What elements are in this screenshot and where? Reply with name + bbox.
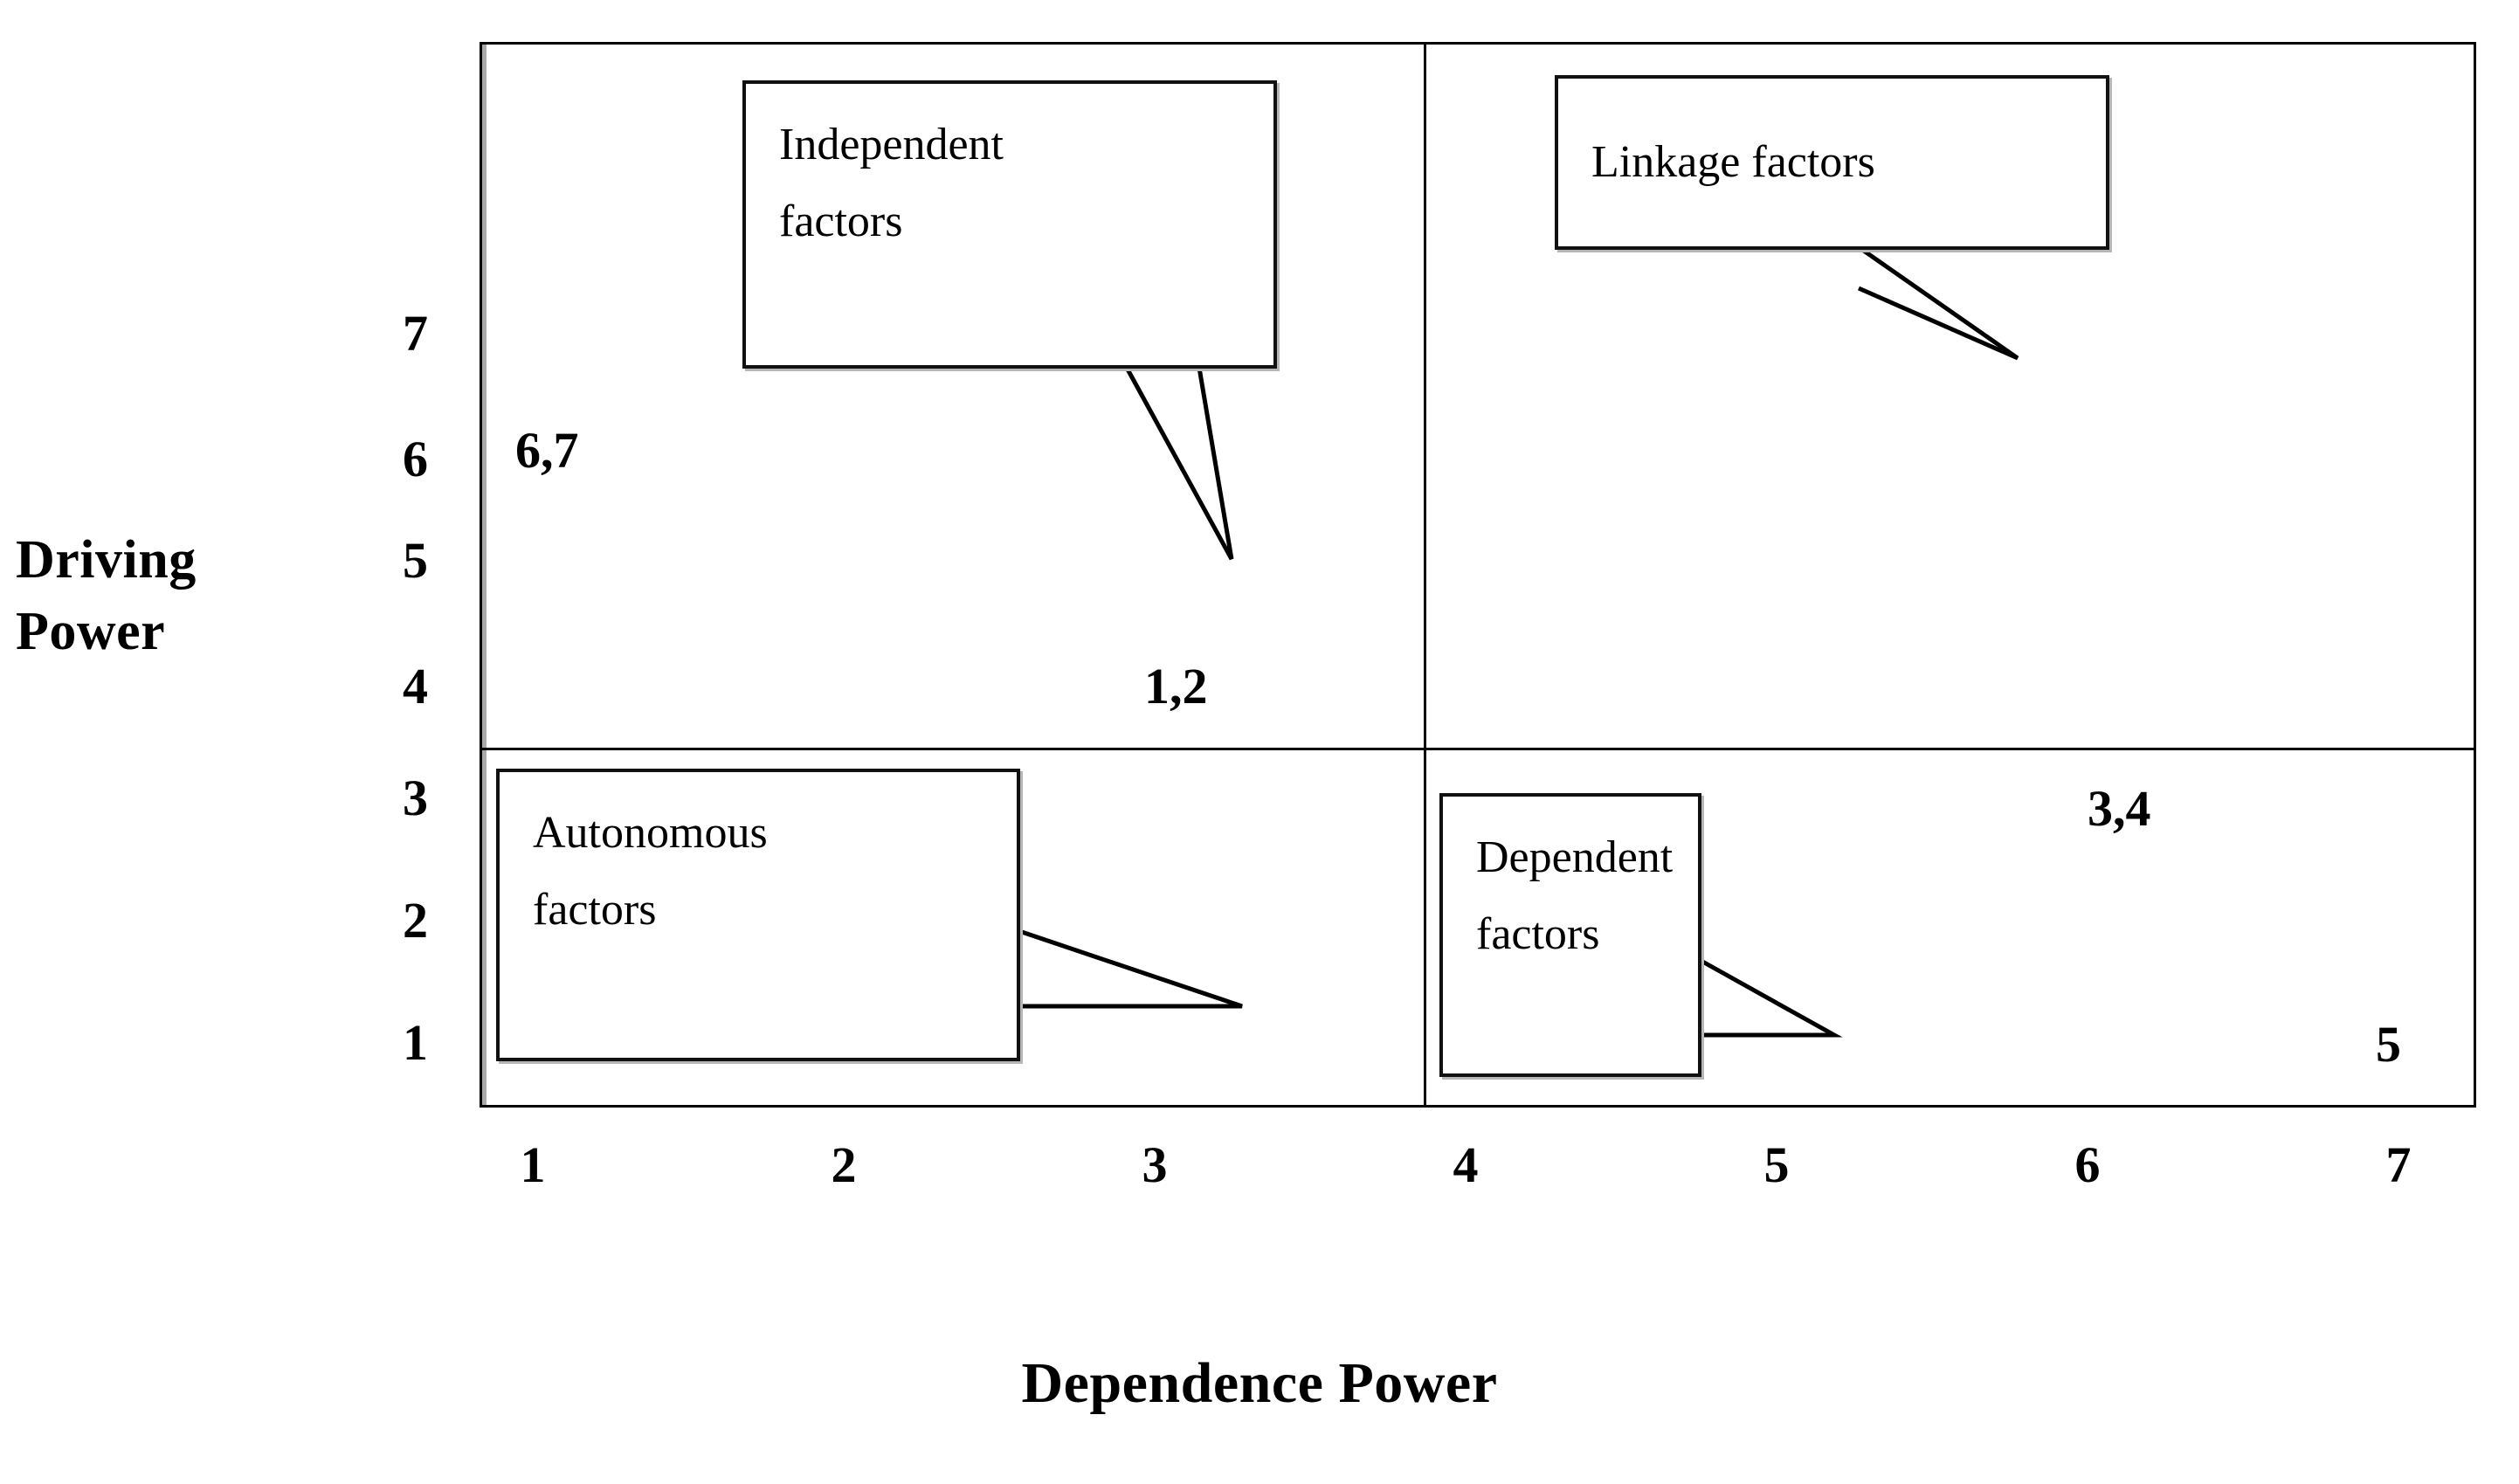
x-tick-2: 2 (831, 1136, 857, 1193)
data-label-3-4: 3,4 (2088, 780, 2151, 837)
callout-linkage-factors-label: Linkage factors (1591, 137, 1875, 187)
y-tick-4: 4 (403, 658, 428, 714)
data-label-1-2: 1,2 (1144, 658, 1208, 714)
callout-independent-factors-label: Independent factors (779, 120, 1004, 246)
callout-autonomous-factors[interactable]: Autonomous factors (496, 769, 1020, 1061)
y-axis-title-line1: Driving (16, 530, 197, 590)
data-label-5: 5 (2376, 1016, 2401, 1073)
quadrant-divider-vertical (1424, 42, 1426, 1108)
x-tick-6: 6 (2074, 1136, 2101, 1193)
y-tick-1: 1 (403, 1014, 428, 1071)
y-tick-5: 5 (403, 532, 428, 589)
x-tick-3: 3 (1142, 1136, 1168, 1193)
x-tick-5: 5 (1763, 1136, 1790, 1193)
x-tick-1: 1 (520, 1136, 546, 1193)
data-label-6-7: 6,7 (515, 422, 579, 479)
x-axis-title: Dependence Power (1021, 1351, 1498, 1415)
y-tick-7: 7 (403, 305, 428, 362)
callout-independent-factors[interactable]: Independent factors (742, 80, 1277, 369)
callout-autonomous-factors-label: Autonomous factors (533, 808, 768, 935)
x-tick-4: 4 (1453, 1136, 1479, 1193)
y-tick-3: 3 (403, 770, 428, 826)
y-tick-2: 2 (403, 892, 428, 949)
callout-linkage-factors[interactable]: Linkage factors (1555, 75, 2109, 250)
y-axis-title-line2: Power (16, 602, 166, 661)
quadrant-divider-horizontal (480, 748, 2476, 750)
y-axis-title: Driving Power (16, 524, 365, 667)
x-tick-7: 7 (2385, 1136, 2412, 1193)
callout-dependent-factors[interactable]: Dependent factors (1439, 793, 1701, 1077)
callout-dependent-factors-label: Dependent factors (1476, 832, 1674, 959)
y-tick-6: 6 (403, 431, 428, 487)
